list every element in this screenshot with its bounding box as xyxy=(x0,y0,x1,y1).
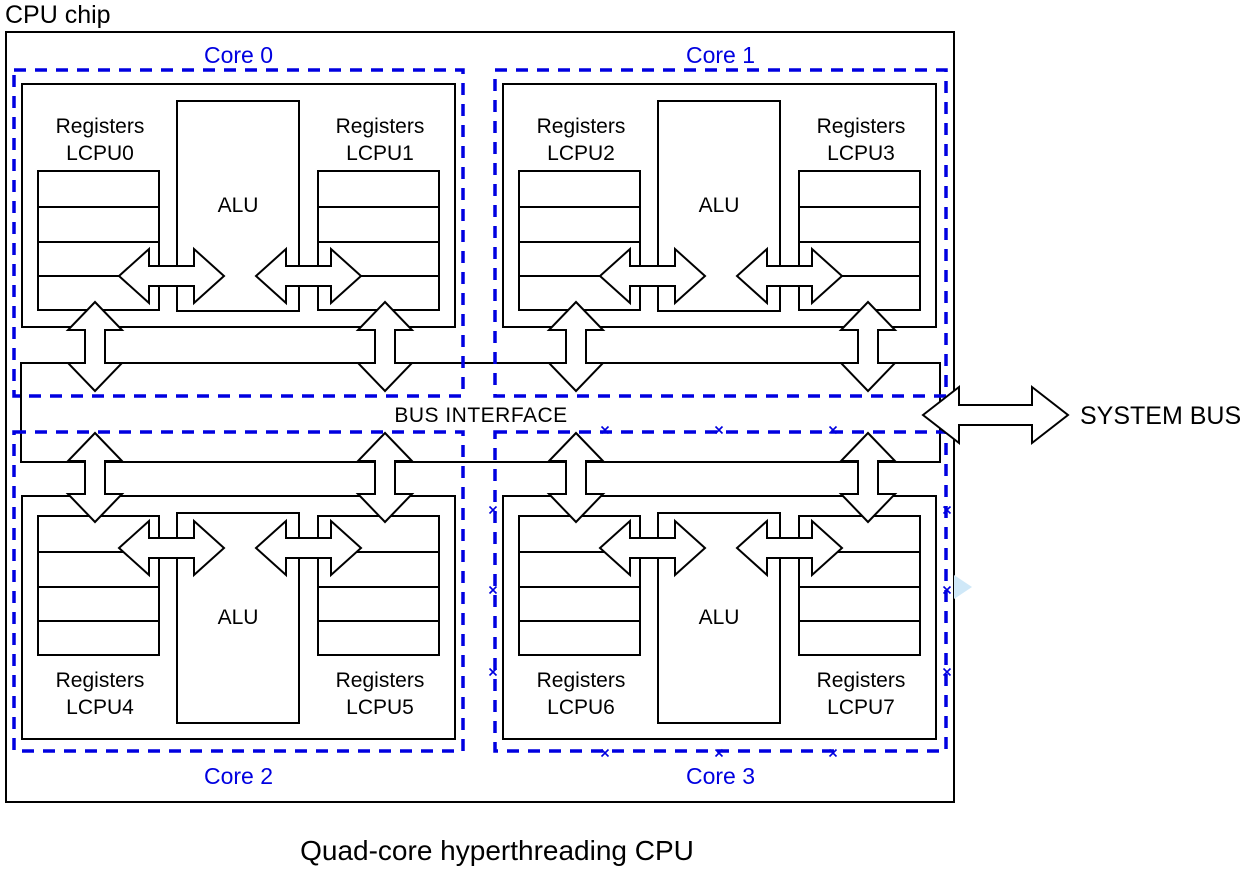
registers-word: Registers xyxy=(335,115,425,138)
core-3-alu-box[interactable]: ALU xyxy=(657,512,781,724)
core-3-register-file-left[interactable] xyxy=(518,515,641,656)
core-1-inner-box[interactable] xyxy=(502,83,937,328)
alu-label: ALU xyxy=(217,194,259,217)
core-2: Core 2 ALU Registers LCPU4 Registers LCP… xyxy=(12,0,465,872)
core-0-dashed-boundary[interactable] xyxy=(12,68,465,398)
registers-word: Registers xyxy=(335,669,425,692)
lcpu-name: LCPU5 xyxy=(346,696,414,719)
core-2-register-label-right: Registers LCPU5 xyxy=(305,667,455,721)
core-1-dashed-boundary[interactable] xyxy=(493,68,948,398)
core-0: Core 0 ALU Registers LCPU0 Registers LCP… xyxy=(12,0,465,872)
registers-word: Registers xyxy=(536,669,626,692)
core-3-register-label-left: Registers LCPU6 xyxy=(506,667,656,721)
lcpu-name: LCPU0 xyxy=(66,142,134,165)
core-1-alu-box[interactable]: ALU xyxy=(657,100,781,312)
core-3-inner-box[interactable] xyxy=(502,495,937,740)
chip-title: CPU chip xyxy=(5,1,111,29)
core-0-alu-box[interactable]: ALU xyxy=(176,100,300,312)
alu-label: ALU xyxy=(217,606,259,629)
hover-chevron-artifact xyxy=(954,575,972,599)
lcpu-name: LCPU6 xyxy=(547,696,615,719)
core-2-register-file-left[interactable] xyxy=(37,515,160,656)
registers-word: Registers xyxy=(816,115,906,138)
alu-label: ALU xyxy=(698,606,740,629)
bus-interface-label: BUS INTERFACE xyxy=(394,404,568,427)
core-2-register-label-left: Registers LCPU4 xyxy=(25,667,175,721)
registers-word: Registers xyxy=(536,115,626,138)
core-3-register-file-right[interactable] xyxy=(798,515,921,656)
core-1-register-label-left: Registers LCPU2 xyxy=(506,113,656,167)
lcpu-name: LCPU4 xyxy=(66,696,134,719)
core-0-register-label-right: Registers LCPU1 xyxy=(305,113,455,167)
core-2-dashed-boundary[interactable] xyxy=(12,430,465,753)
core-3-label: Core 3 xyxy=(685,763,756,789)
core-3: Core 3 ALU Registers LCPU6 Registers LCP… xyxy=(493,0,948,872)
core-0-register-label-left: Registers LCPU0 xyxy=(25,113,175,167)
core-1-register-label-right: Registers LCPU3 xyxy=(786,113,936,167)
core-3-register-label-right: Registers LCPU7 xyxy=(786,667,936,721)
diagram-caption: Quad-core hyperthreading CPU xyxy=(300,835,694,866)
core-2-register-file-right[interactable] xyxy=(317,515,440,656)
lcpu-name: LCPU7 xyxy=(827,696,895,719)
core-1-label: Core 1 xyxy=(685,42,756,68)
registers-word: Registers xyxy=(816,669,906,692)
core-2-label: Core 2 xyxy=(203,763,274,789)
lcpu-name: LCPU3 xyxy=(827,142,895,165)
lcpu-name: LCPU1 xyxy=(346,142,414,165)
core-0-label: Core 0 xyxy=(203,42,274,68)
system-bus-label: SYSTEM BUS xyxy=(1080,402,1242,430)
registers-word: Registers xyxy=(55,115,145,138)
core-0-inner-box[interactable] xyxy=(21,83,456,328)
alu-label: ALU xyxy=(698,194,740,217)
lcpu-name: LCPU2 xyxy=(547,142,615,165)
core-2-alu-box[interactable]: ALU xyxy=(176,512,300,724)
core-2-inner-box[interactable] xyxy=(21,495,456,740)
registers-word: Registers xyxy=(55,669,145,692)
